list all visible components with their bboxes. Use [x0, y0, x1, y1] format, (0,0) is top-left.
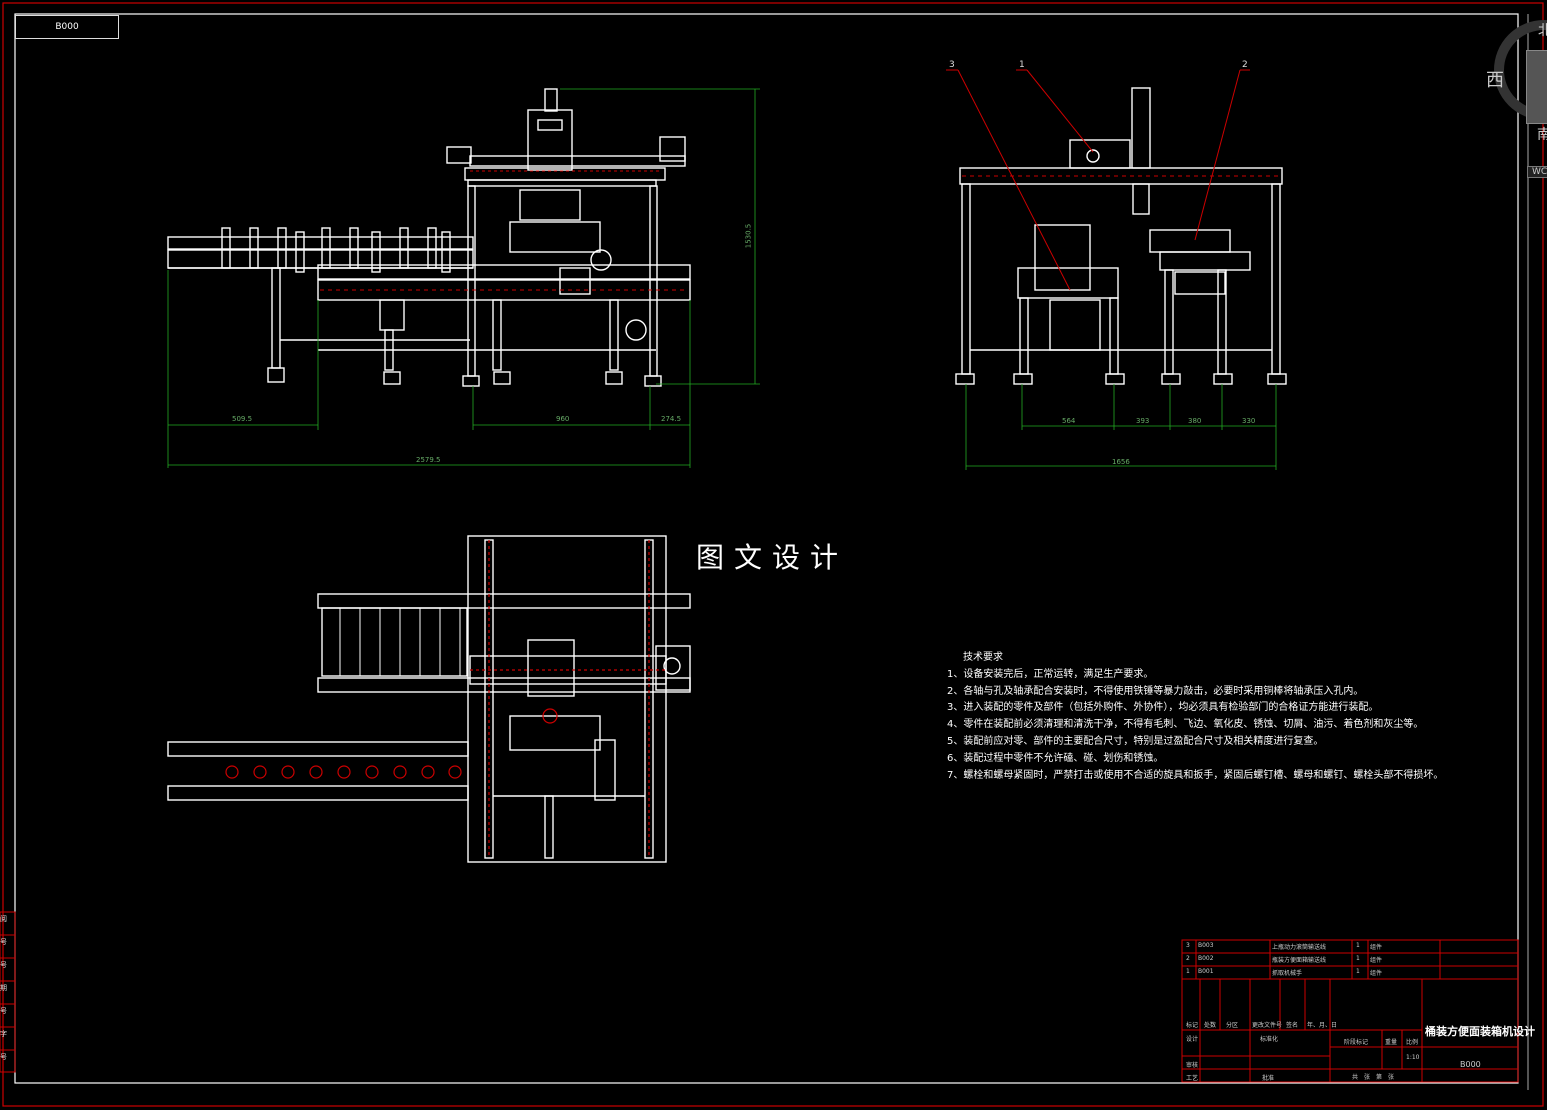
tech-item: 6、装配过程中零件不允许磕、碰、划伤和锈蚀。 [947, 752, 1164, 764]
tb-design: 设计 [1186, 1036, 1199, 1043]
parts-qty: 1 [1356, 955, 1360, 962]
margin-mark: 期 [0, 984, 7, 992]
side-view-leaders [946, 69, 1280, 291]
parts-no: 1 [1186, 968, 1190, 975]
parts-name: 瓶装方便面箱输送线 [1272, 957, 1327, 964]
viewcube-north[interactable]: 北 [1538, 23, 1547, 39]
margin-mark: 号 [0, 938, 7, 946]
parts-no: 2 [1186, 955, 1190, 962]
dim-side-b: 393 [1136, 417, 1150, 425]
margin-mark: 号 [0, 1053, 7, 1061]
dim-front-left: 509.5 [232, 415, 253, 423]
tb-std: 标准化 [1260, 1036, 1279, 1043]
drawing-code-box: B000 [15, 15, 119, 39]
leader-label-3: 3 [949, 60, 955, 70]
tech-item: 1、设备安装完后，正常运转，满足生产要求。 [947, 668, 1154, 680]
dim-front-mid: 960 [556, 415, 570, 423]
viewcube-south[interactable]: 南 [1537, 127, 1547, 143]
parts-note: 组件 [1370, 944, 1383, 951]
watermark-text: 图文设计 [696, 541, 849, 574]
dim-side-d: 330 [1242, 417, 1256, 425]
dim-front-right: 274.5 [661, 415, 682, 423]
parts-note: 组件 [1370, 970, 1383, 977]
tb-ratio: 比例 [1406, 1039, 1419, 1046]
tb-header: 更改文件号 [1252, 1022, 1283, 1029]
parts-name: 抓取机械手 [1272, 970, 1303, 977]
parts-code: B001 [1198, 968, 1214, 975]
tb-drawing-no: B000 [1460, 1060, 1481, 1069]
viewcube-face[interactable] [1526, 50, 1547, 124]
dim-front-height: 1530.5 [744, 223, 753, 249]
parts-qty: 1 [1356, 942, 1360, 949]
parts-note: 组件 [1370, 957, 1383, 964]
dim-side-a: 564 [1062, 417, 1076, 425]
side-dimensions [965, 384, 1277, 470]
wcs-menu-button[interactable]: WCS [1527, 166, 1547, 178]
margin-mark: 阅 [0, 915, 7, 923]
dim-front-total: 2579.5 [416, 456, 441, 464]
viewcube-west[interactable]: 西 [1486, 70, 1504, 91]
side-view [955, 87, 1287, 385]
parts-code: B002 [1198, 955, 1214, 962]
margin-mark: 字 [0, 1030, 7, 1038]
dim-side-c: 380 [1188, 417, 1202, 425]
top-view [167, 535, 691, 863]
margin-mark: 号 [0, 961, 7, 969]
tech-title: 技术要求 [963, 652, 1003, 663]
tb-scale: 1:10 [1406, 1054, 1420, 1061]
tech-item: 4、零件在装配前必须清理和清洗干净，不得有毛刺、飞边、氧化皮、锈蚀、切屑、油污、… [947, 719, 1424, 731]
parts-name: 上瓶动力滚筒输送线 [1272, 944, 1327, 951]
tb-process: 工艺 [1186, 1075, 1199, 1082]
tech-item: 5、装配前应对零、部件的主要配合尺寸，特别是过盈配合尺寸及相关精度进行复查。 [947, 735, 1324, 747]
dim-side-total: 1656 [1112, 458, 1130, 466]
tb-header: 年、月、日 [1307, 1022, 1338, 1029]
tb-stage: 阶段标记 [1344, 1039, 1369, 1046]
left-margin-table [0, 911, 16, 1073]
tb-weight: 重量 [1385, 1039, 1398, 1046]
tb-header: 分区 [1226, 1022, 1239, 1029]
top-view-details [339, 608, 461, 676]
leader-label-2: 2 [1242, 60, 1248, 70]
tech-item: 7、螺栓和螺母紧固时，严禁打击或使用不合适的旋具和扳手，紧固后螺钉槽、螺母和螺钉… [947, 769, 1444, 781]
tb-header: 标记 [1186, 1022, 1199, 1029]
parts-no: 3 [1186, 942, 1190, 949]
technical-requirements: 技术要求 1、设备安装完后，正常运转，满足生产要求。 2、各轴与孔及轴承配合安装… [947, 650, 1443, 784]
tb-sheets: 共 张 第 张 [1352, 1074, 1395, 1081]
front-dimensions [167, 88, 760, 468]
drawing-title: 桶装方便面装箱机设计 [1425, 1025, 1535, 1038]
parts-code: B003 [1198, 942, 1214, 949]
margin-mark: 号 [0, 1007, 7, 1015]
tech-item: 2、各轴与孔及轴承配合安装时，不得使用铁锤等暴力敲击，必要时采用铜棒将轴承压入孔… [947, 685, 1364, 697]
viewcube[interactable]: 北 西 南 WCS [1480, 20, 1547, 180]
tb-review: 审核 [1186, 1062, 1199, 1069]
conveyor-rollers [221, 227, 451, 273]
tb-approve: 批准 [1262, 1075, 1275, 1082]
top-view-rollers [225, 540, 666, 858]
tb-header: 签名 [1286, 1022, 1299, 1029]
tech-item: 3、进入装配的零件及部件（包括外购件、外协件），均必须具有检验部门的合格证方能进… [947, 702, 1379, 714]
parts-qty: 1 [1356, 968, 1360, 975]
front-view [167, 88, 691, 387]
tb-header: 处数 [1204, 1022, 1217, 1029]
front-view-red [320, 170, 688, 291]
leader-label-1: 1 [1019, 60, 1025, 70]
title-block-lines [1181, 939, 1519, 1083]
drawing-border [14, 13, 1519, 1084]
